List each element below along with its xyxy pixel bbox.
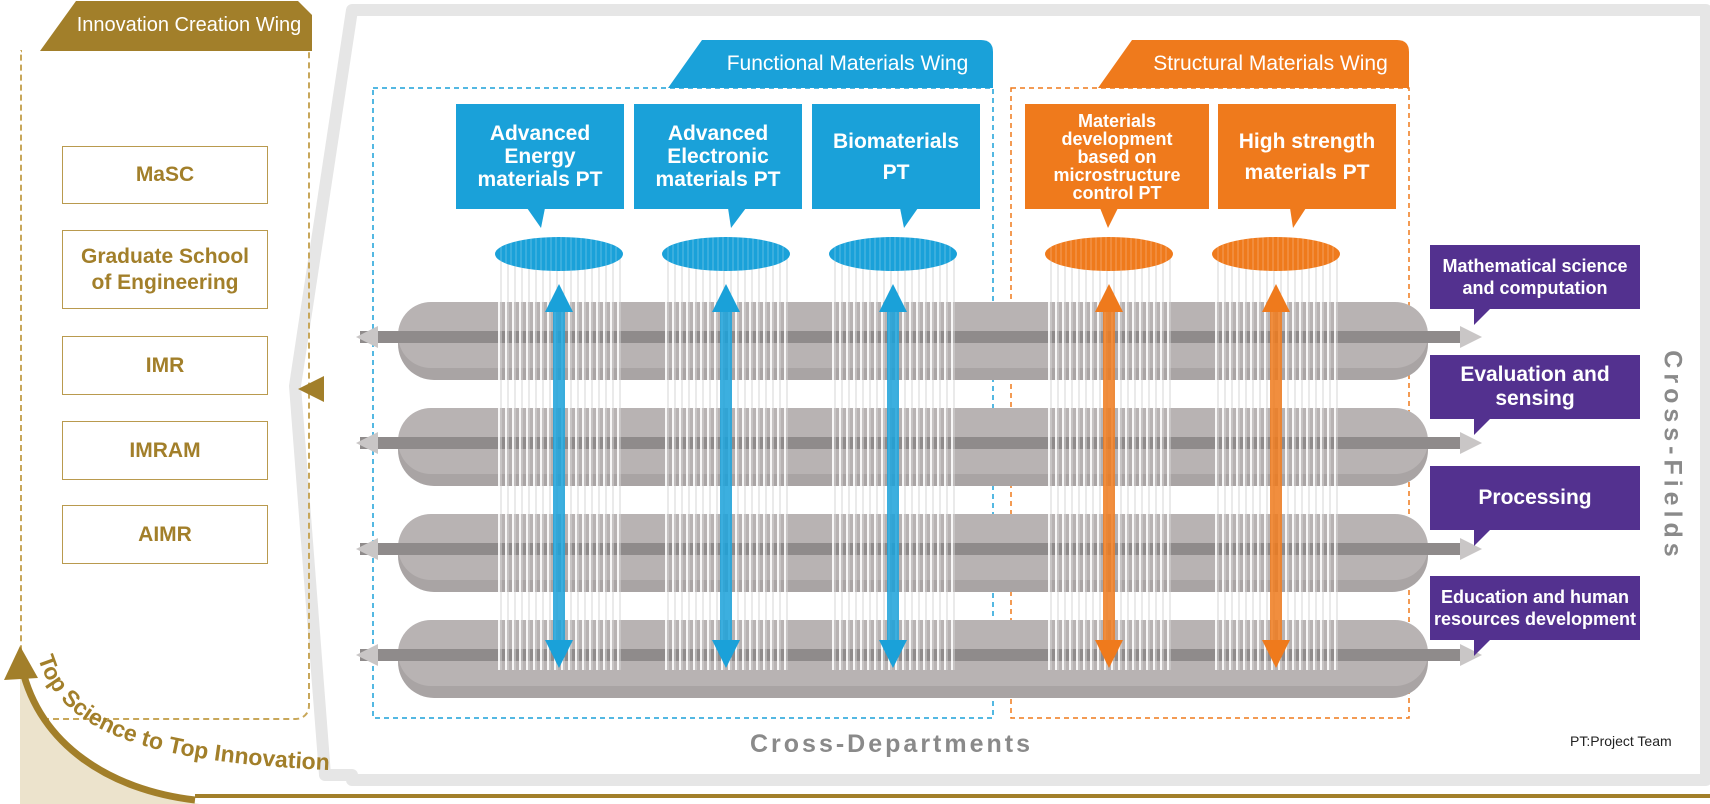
innovation-wing-title: Innovation Creation Wing [76, 14, 302, 36]
pt-advanced-electronic: Advanced Electronic materials PT [634, 104, 802, 209]
pt-high-strength: High strength materials PT [1218, 104, 1396, 209]
vertical-arrow-up-icon [712, 284, 740, 312]
pt-microstructure-control: Materials development based on microstru… [1025, 104, 1209, 209]
structural-wing-title: Structural Materials Wing [1153, 52, 1388, 75]
band-arrow-left-icon [356, 432, 378, 454]
column-cap [829, 237, 957, 271]
pt-note: PT:Project Team [1570, 733, 1672, 749]
vertical-arrow-down-icon [545, 640, 573, 668]
institution-imram: IMRAM [62, 421, 268, 480]
vertical-arrow-up-icon [1095, 284, 1123, 312]
band-arrow-right-icon [1460, 326, 1482, 348]
institution-graduate-school: Graduate School of Engineering [62, 230, 268, 309]
cross-field-mathematical: Mathematical science and computation [1430, 245, 1640, 309]
vertical-arrow-down-icon [1262, 640, 1290, 668]
institution-imr: IMR [62, 336, 268, 395]
column-cap [495, 237, 623, 271]
cross-field-processing: Processing [1430, 466, 1640, 530]
functional-wing-tab [668, 40, 993, 88]
band-arrow-right-icon [1460, 538, 1482, 560]
functional-wing-title: Functional Materials Wing [726, 52, 969, 75]
band-arrow-left-icon [356, 326, 378, 348]
institution-masc: MaSC [62, 146, 268, 204]
band-arrow-right-icon [1460, 644, 1482, 666]
vertical-arrow-up-icon [1262, 284, 1290, 312]
structural-wing-tab [1098, 40, 1409, 88]
cross-field-tail [1474, 640, 1490, 656]
column-cap [1045, 237, 1173, 271]
institution-aimr: AIMR [62, 505, 268, 564]
cross-field-tail [1474, 419, 1490, 435]
vertical-arrow-up-icon [545, 284, 573, 312]
cross-field-tail [1474, 530, 1490, 546]
vertical-arrow-down-icon [1095, 640, 1123, 668]
vertical-arrow-shaft [1270, 300, 1282, 640]
cross-field-evaluation: Evaluation and sensing [1430, 355, 1640, 419]
pt-biomaterials: Biomaterials PT [812, 104, 980, 209]
cross-field-education: Education and human resources developmen… [1430, 576, 1640, 640]
vertical-arrow-shaft [720, 300, 732, 640]
band-arrow-left-icon [356, 538, 378, 560]
pt-tails [527, 208, 1306, 228]
cross-fields-label: Cross-Fields [1658, 350, 1687, 562]
band-arrow-right-icon [1460, 432, 1482, 454]
cross-departments-label: Cross-Departments [750, 730, 1034, 758]
pt-advanced-energy: Advanced Energy materials PT [456, 104, 624, 209]
cross-field-tail [1474, 309, 1490, 325]
vertical-arrow-down-icon [712, 640, 740, 668]
column-cap [1212, 237, 1340, 271]
pointer-triangle-icon [298, 376, 324, 402]
band-arrow-left-icon [356, 644, 378, 666]
column-cap [662, 237, 790, 271]
vertical-arrow-down-icon [879, 640, 907, 668]
vertical-arrow-shaft [1103, 300, 1115, 640]
vertical-arrow-up-icon [879, 284, 907, 312]
innovation-wing-tab: Innovation Creation Wing [40, 1, 312, 51]
vertical-arrow-shaft [887, 300, 899, 640]
vertical-arrow-shaft [553, 300, 565, 640]
